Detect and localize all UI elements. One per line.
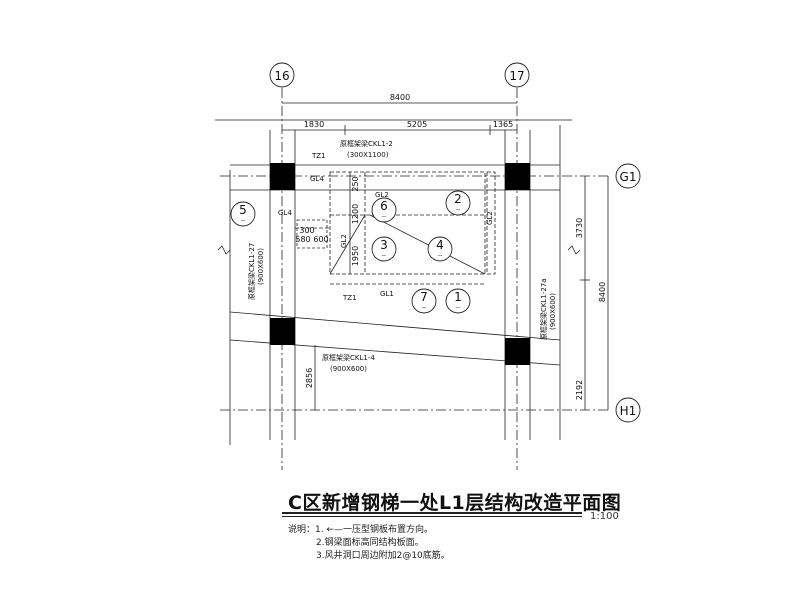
member-gl4-top: GL4 — [310, 175, 324, 183]
axis-bubble-16 — [269, 62, 295, 88]
axis-label-17: 17 — [509, 69, 524, 83]
panel-sub-4: -- — [438, 252, 442, 259]
label-bottom-beam: 原框架梁CKL1-4 — [322, 353, 375, 362]
panel-sub-2: -- — [456, 206, 460, 213]
member-tz1-top: TZ1 — [311, 152, 326, 160]
dim-top-seg-1: 1830 — [304, 120, 324, 129]
column-17-H — [505, 338, 530, 365]
panel-num-2: 2 — [454, 192, 462, 206]
title-underline-1 — [282, 512, 582, 514]
notes-block: 说明：1. ←—一压型钢板布置方向。 2.钢梁面标高同结构板面。 3.风井洞口周… — [288, 524, 450, 563]
panel-sub-7: -- — [422, 304, 426, 311]
dim-inner-5: 300 — [299, 226, 314, 235]
dim-inner-2: 1950 — [351, 246, 360, 266]
dim-inner-4: 600 — [313, 235, 328, 244]
panel-num-7: 7 — [420, 290, 428, 304]
column-16-G1 — [270, 163, 295, 190]
label-top-beam: 原框架梁CKL1-2 — [340, 139, 393, 148]
panel-bubble-7 — [411, 288, 437, 314]
label-top-beam-size: (300X1100) — [347, 151, 389, 159]
label-bottom-beam-size: (900X600) — [330, 365, 367, 373]
drawing-title: C区新增钢梯一处L1层结构改造平面图 — [288, 492, 622, 514]
break-mark — [567, 245, 581, 255]
drawing-scale: 1:100 — [590, 511, 619, 522]
panel-bubble-6 — [371, 197, 397, 223]
label-right-beam: 原框架梁CKL1-27a — [539, 278, 548, 340]
break-mark — [217, 245, 231, 255]
panel-num-3: 3 — [380, 238, 388, 252]
panel-diagonal-2 — [329, 214, 366, 275]
dim-right-seg-2: 2192 — [575, 380, 584, 400]
axis-bubble-17 — [504, 62, 530, 88]
panel-bubble-5 — [230, 201, 256, 227]
panel-bubble-2 — [445, 190, 471, 216]
opening-dashed — [329, 171, 486, 275]
dim-inner-7: 250 — [351, 176, 360, 191]
note-item-3: 3.风井洞口周边附加2@10底筋。 — [316, 551, 450, 561]
opening-dashed-strip — [486, 171, 496, 275]
member-gl4-left: GL4 — [278, 209, 292, 217]
panel-bubble-4 — [427, 236, 453, 262]
member-gl2-top: GL2 — [375, 191, 389, 199]
slab-direction-arrow-icon: ←— — [326, 525, 344, 535]
member-tz1-bottom: TZ1 — [342, 294, 357, 302]
panel-bubble-1 — [445, 288, 471, 314]
label-right-beam-size: (900X600) — [549, 293, 557, 330]
dim-inner-1: 1200 — [351, 204, 360, 224]
axis-label-16: 16 — [274, 69, 289, 83]
label-left-beam: 原框架梁CKL1-27 — [247, 243, 256, 300]
dim-right-overall: 8400 — [598, 282, 607, 302]
panel-sub-1: -- — [456, 304, 460, 311]
note-item-1: 一压型钢板布置方向。 — [343, 525, 434, 535]
dim-left-bottom: 2856 — [305, 368, 314, 388]
axis-label-H1: H1 — [620, 404, 637, 418]
column-16-H — [270, 318, 295, 345]
panel-num-4: 4 — [436, 238, 444, 252]
panel-num-5: 5 — [239, 203, 247, 217]
axis-bubble-G1 — [615, 163, 641, 189]
panel-num-1: 1 — [454, 290, 462, 304]
panel-sub-6: -- — [382, 213, 386, 220]
dim-right-seg-1: 3730 — [575, 218, 584, 238]
title-underline-2 — [282, 516, 582, 517]
member-gl2-left: GL2 — [340, 234, 348, 248]
panel-num-6: 6 — [380, 199, 388, 213]
panel-sub-3: -- — [382, 252, 386, 259]
shaft-opening — [296, 219, 328, 249]
panel-bubble-3 — [371, 236, 397, 262]
axis-bubble-H1 — [615, 397, 641, 423]
dim-top-seg-3: 1365 — [493, 120, 513, 129]
beam-bottom-line-1 — [229, 311, 561, 341]
column-17-G1 — [505, 163, 530, 190]
panel-diagonal — [369, 214, 486, 275]
dim-overall-top: 8400 — [390, 93, 410, 102]
panel-sub-5: -- — [241, 217, 245, 224]
columns — [270, 163, 530, 365]
note-item-2: 2.钢梁面标高同结构板面。 — [316, 538, 424, 548]
note-line-1: 说明：1. ←—一压型钢板布置方向。 — [288, 524, 450, 537]
member-gl1: GL1 — [380, 290, 394, 298]
dim-top-seg-2: 5205 — [407, 120, 427, 129]
label-left-beam-size: (900X600) — [257, 248, 265, 285]
notes-header: 说明：1. — [288, 525, 324, 535]
member-gl2-right: GL2 — [486, 211, 494, 225]
axis-label-G1: G1 — [620, 170, 637, 184]
dim-inner-3: 580 — [295, 235, 310, 244]
